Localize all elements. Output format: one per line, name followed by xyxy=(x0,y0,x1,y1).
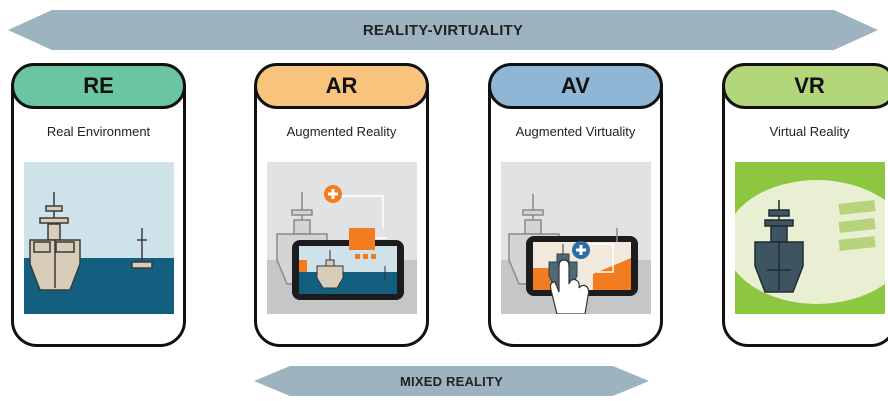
card-vr: VR Virtual Reality xyxy=(722,63,888,347)
card-re: RE Real Environment xyxy=(11,63,186,347)
plus-circle-icon xyxy=(572,241,590,259)
card-av: AV Augmented Virtuality xyxy=(488,63,663,347)
card-re-header: RE xyxy=(11,63,186,109)
card-re-title: Real Environment xyxy=(46,124,151,139)
plus-circle-icon xyxy=(324,185,342,203)
augmented-reality-illustration xyxy=(267,162,417,314)
card-vr-header: VR xyxy=(722,63,888,109)
card-av-header: AV xyxy=(488,63,663,109)
virtual-reality-illustration xyxy=(735,162,885,314)
card-ar: AR Augmented Reality xyxy=(254,63,429,347)
double-arrow-shape xyxy=(8,10,878,50)
card-ar-title: Augmented Reality xyxy=(286,124,397,139)
hand-pointer-icon xyxy=(549,259,590,314)
augmented-virtuality-illustration xyxy=(501,162,651,314)
double-arrow-shape xyxy=(254,366,649,396)
virtual-ship-icon xyxy=(754,200,804,293)
mixed-reality-label: MIXED REALITY xyxy=(400,373,503,389)
card-ar-header: AR xyxy=(254,63,429,109)
tablet-icon xyxy=(526,236,638,296)
real-environment-illustration xyxy=(24,162,174,314)
ship-icon xyxy=(29,192,81,291)
buoy-icon xyxy=(131,228,153,269)
reality-virtuality-label: REALITY-VIRTUALITY xyxy=(362,21,524,39)
ar-overlay-box xyxy=(349,228,375,250)
card-av-title: Augmented Virtuality xyxy=(515,124,636,139)
card-vr-title: Virtual Reality xyxy=(769,124,850,139)
mixed-reality-arrow: MIXED REALITY xyxy=(254,366,649,396)
tablet-icon xyxy=(292,240,404,300)
reality-virtuality-arrow: REALITY-VIRTUALITY xyxy=(8,10,878,50)
